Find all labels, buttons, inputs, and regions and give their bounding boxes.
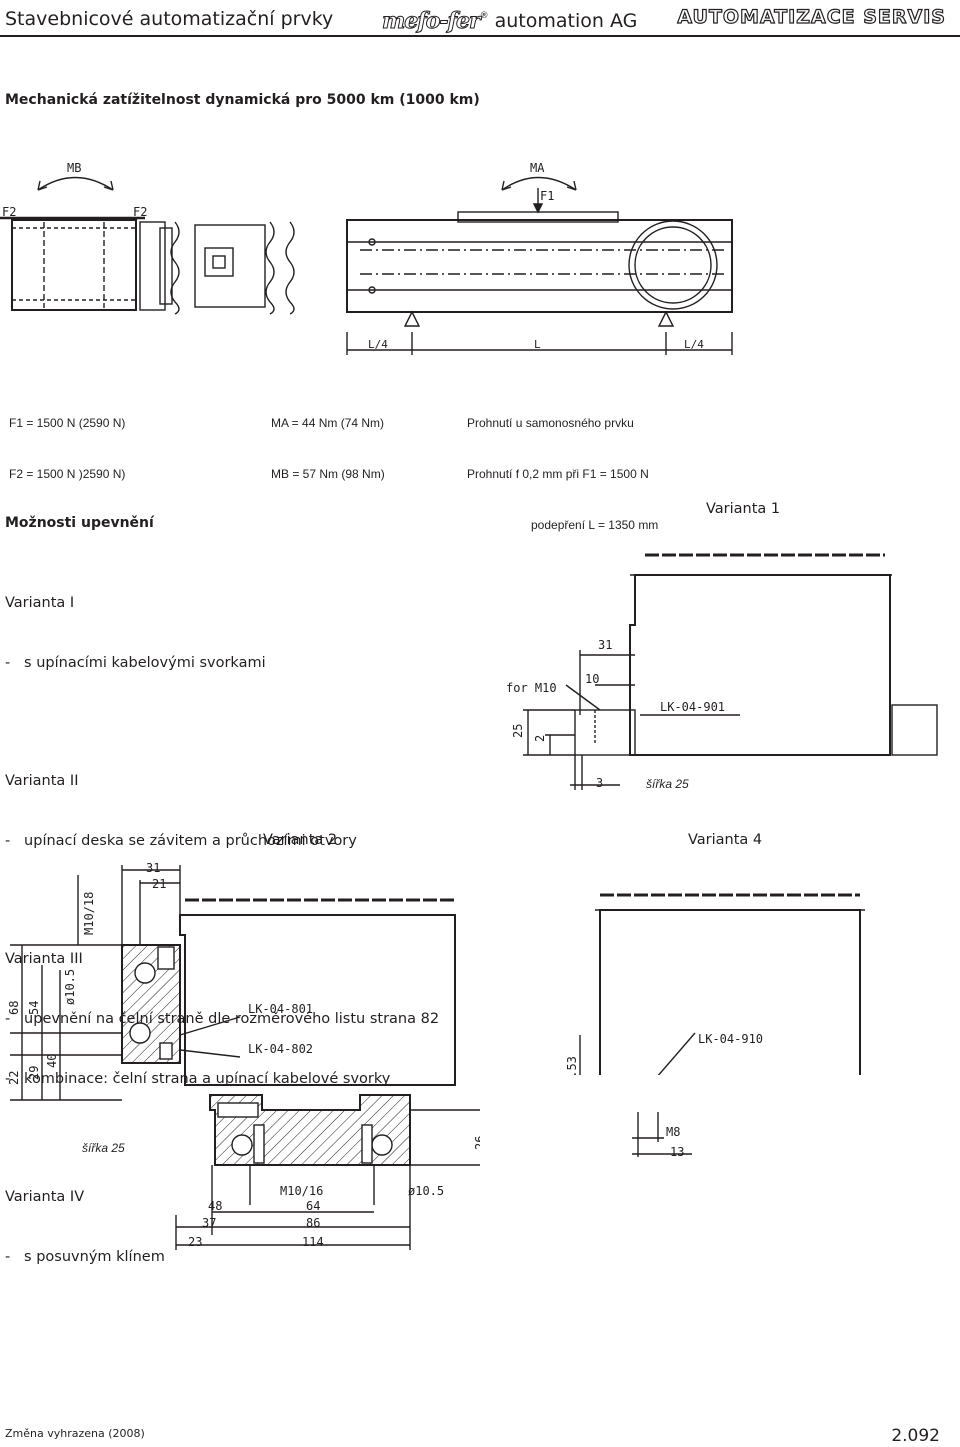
spec-line: Prohnutí u samonosného prvku	[467, 416, 634, 430]
v2-dim-37: 37	[202, 1216, 216, 1230]
variant-line: - upínací deska se závitem a průchozími …	[5, 833, 357, 849]
load-diagram: MB MA F1 F2 F2 L/4 L L/4	[0, 161, 733, 355]
v1-width: šířka 25	[646, 777, 689, 791]
v1-dim-3: 3	[596, 776, 603, 790]
spec-line: F1 = 1500 N (2590 N)	[9, 416, 126, 430]
v2-dim-64: 64	[306, 1199, 320, 1213]
label-l4-left: L/4	[368, 338, 388, 351]
v2-phi2: ø10.5	[408, 1184, 444, 1198]
footer-note: Změna vyhrazena (2008)	[5, 1427, 145, 1440]
v2-dim-21: 21	[152, 877, 166, 891]
v2-dim-26: 26	[473, 1136, 480, 1150]
spec-line: MB = 57 Nm (98 Nm)	[271, 467, 385, 481]
specs-forces: F1 = 1500 N (2590 N) F2 = 1500 N )2590 N…	[9, 381, 125, 500]
v2-dim-31: 31	[146, 861, 160, 875]
label-l: L	[534, 338, 541, 351]
label-f2-left: F2	[2, 205, 16, 219]
variant4-drawing: LK-04-910 9.53	[565, 893, 865, 1075]
variants-list: Varianta I - s upínacími kabelovými svor…	[5, 553, 439, 1287]
mounting-heading: Možnosti upevnění	[5, 515, 154, 531]
v2-width: šířka 25	[82, 1141, 125, 1155]
specs-deflection: Prohnutí u samonosného prvku Prohnutí f …	[467, 381, 658, 551]
v1-dim-10: 10	[585, 672, 599, 686]
v1-dim-25: 25	[511, 724, 525, 738]
variant-line: - s upínacími kabelovými svorkami	[5, 655, 266, 671]
v4-m8: M8	[666, 1125, 680, 1139]
label-mb: MB	[67, 161, 81, 175]
v4-dim-13: 13	[670, 1145, 684, 1159]
variant4-caption: Varianta 4	[688, 832, 763, 848]
v2-dim-29: 29	[27, 1066, 41, 1080]
section-heading: Mechanická zatížitelnost dynamická pro 5…	[5, 92, 480, 108]
v2-dim-114: 114	[302, 1235, 324, 1249]
variant-title: Varianta II	[5, 773, 79, 789]
v1-for-m10: for M10	[506, 681, 557, 695]
variant1-caption: Varianta 1	[706, 501, 781, 517]
page-number: 2.092	[891, 1426, 940, 1446]
v4-part: LK-04-910	[698, 1032, 763, 1046]
variant-title: Varianta I	[5, 595, 75, 611]
brand-logo: mefo-fer	[382, 8, 482, 35]
v1-part: LK-04-901	[660, 700, 725, 714]
variant1-drawing: for M10 31 10 LK-04-901 25 2 3 šířka 25	[506, 553, 938, 791]
label-f1: F1	[540, 189, 554, 203]
registered-mark: ®	[479, 11, 489, 21]
v1-dim-2: 2	[533, 735, 547, 742]
v2-dim-22: 22	[7, 1071, 21, 1085]
variant-title: Varianta III	[5, 951, 83, 967]
v2-m1016: M10/16	[280, 1184, 323, 1198]
variant2-drawing: 31 21 M10/18 68 54 ø10.5 40 29 22 LK-04-…	[7, 861, 480, 1250]
automatizace-servis-logo: AUTOMATIZACE SERVIS	[677, 5, 946, 28]
v4-dim-953: 9.53	[565, 1056, 579, 1075]
label-l4-right: L/4	[684, 338, 704, 351]
brand: mefo-fer ® automation AG	[382, 8, 638, 35]
v2-m1018: M10/18	[82, 892, 96, 935]
variant-title: Varianta IV	[5, 1189, 85, 1205]
variant-line: - kombinace: čelní strana a upínací kabe…	[5, 1071, 391, 1087]
variant2-caption: Varianta 2	[263, 832, 338, 848]
v1-dim-31: 31	[598, 638, 612, 652]
v2-part1: LK-04-801	[248, 1002, 313, 1016]
v2-dim-40: 40	[45, 1054, 59, 1068]
spec-line: MA = 44 Nm (74 Nm)	[271, 416, 385, 430]
v2-dim-23: 23	[188, 1235, 202, 1249]
spec-line: Prohnutí f 0,2 mm při F1 = 1500 N	[467, 467, 649, 481]
label-ma: MA	[530, 161, 545, 175]
label-f2-right: F2	[133, 205, 147, 219]
v2-dim-48: 48	[208, 1199, 222, 1213]
specs-moments: MA = 44 Nm (74 Nm) MB = 57 Nm (98 Nm)	[271, 381, 385, 500]
v2-part2: LK-04-802	[248, 1042, 313, 1056]
brand-suffix: automation AG	[494, 10, 638, 32]
header-title: Stavebnicové automatizační prvky	[5, 8, 334, 30]
spec-line: podepření L = 1350 mm	[531, 518, 659, 532]
v2-dim-54: 54	[27, 1001, 41, 1015]
v2-dim-86: 86	[306, 1216, 320, 1230]
v2-phi: ø10.5	[63, 969, 77, 1005]
spec-line: F2 = 1500 N )2590 N)	[9, 467, 126, 481]
v2-dim-68: 68	[7, 1001, 21, 1015]
variant-line: - s posuvným klínem	[5, 1249, 165, 1265]
variant4-dimensions: M8 13	[632, 1112, 692, 1159]
header-rule	[0, 35, 960, 37]
